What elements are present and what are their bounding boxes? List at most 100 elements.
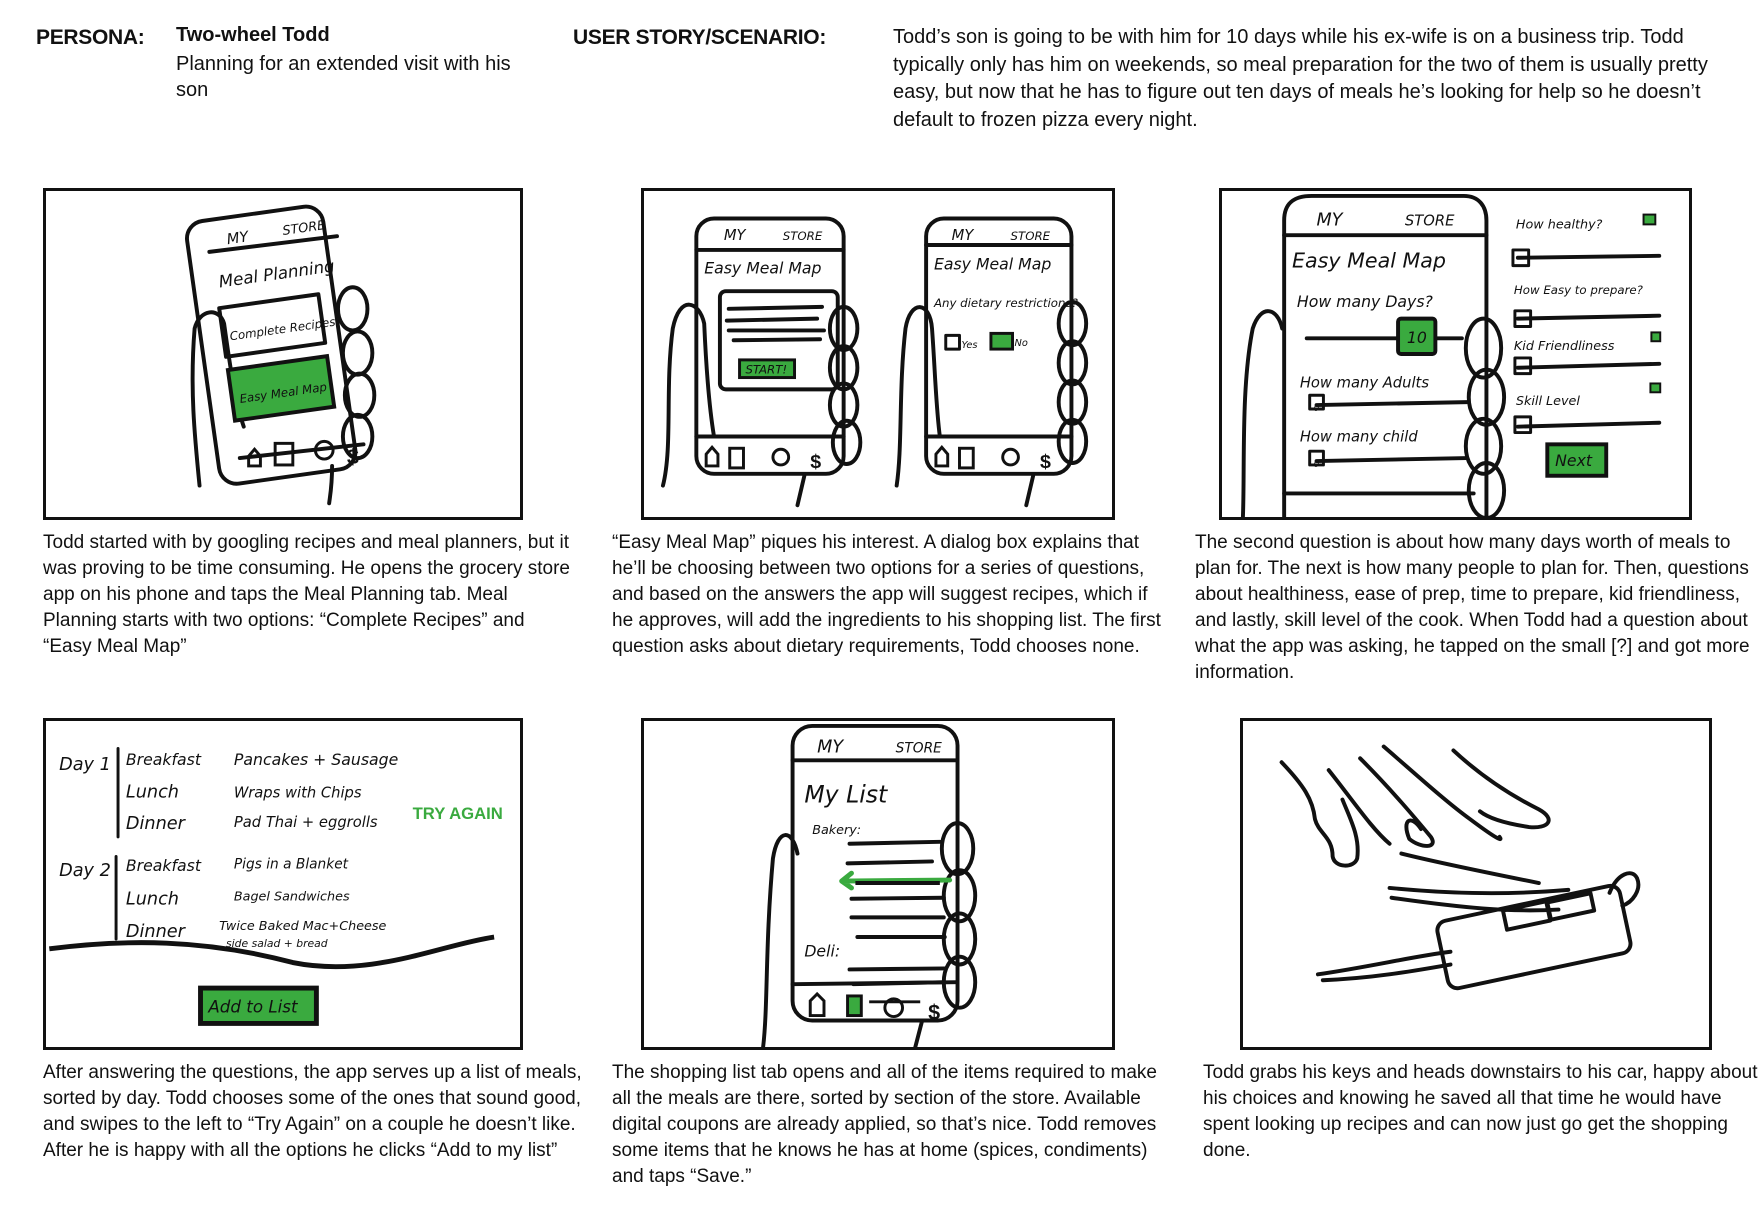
finger bbox=[340, 329, 375, 377]
swipe-left-arrow bbox=[839, 870, 953, 891]
healthy-handle bbox=[1511, 248, 1531, 268]
children-handle bbox=[1308, 449, 1325, 467]
add-to-list-button bbox=[198, 985, 319, 1026]
persona-name: Two-wheel Todd bbox=[176, 24, 330, 46]
easy-meal-map-box bbox=[225, 353, 337, 423]
panel-1-sketch: $ MY STORE Meal Planning Complete Recipe… bbox=[185, 204, 377, 506]
persona-description: Planning for an extended visit with his … bbox=[176, 53, 511, 101]
children-question: How many child bbox=[1300, 428, 1418, 445]
meal-label: Lunch bbox=[126, 783, 179, 803]
adults-value: 0 bbox=[1314, 404, 1320, 414]
panel-3-caption: The second question is about how many da… bbox=[1195, 532, 1750, 683]
dollar-icon: $ bbox=[1040, 451, 1051, 473]
finger bbox=[1466, 461, 1507, 517]
home-icon bbox=[934, 445, 950, 468]
healthy-question: How healthy? bbox=[1516, 217, 1603, 232]
hand-palm-2 bbox=[894, 305, 942, 488]
meal-label: Lunch bbox=[126, 890, 179, 910]
finger bbox=[827, 344, 860, 392]
scenario-text: Todd’s son is going to be with him for 1… bbox=[893, 26, 1708, 131]
finger bbox=[1056, 417, 1089, 465]
finger bbox=[340, 412, 375, 461]
dish-label: Bagel Sandwiches bbox=[234, 890, 350, 905]
adults-question: How many Adults bbox=[1300, 374, 1429, 391]
home-icon bbox=[808, 991, 826, 1018]
screen-title: Meal Planning bbox=[218, 256, 336, 291]
list-icon-active bbox=[846, 994, 863, 1018]
skill-question: Skill Level bbox=[1516, 394, 1580, 409]
panel-5-sketch: MY STORE My List Bakery: Deli: $ bbox=[761, 723, 978, 1047]
store-logo-text: STORE bbox=[1405, 212, 1455, 229]
dollar-icon: $ bbox=[928, 1000, 940, 1025]
start-button-label: START! bbox=[745, 363, 787, 377]
panel-5-caption: The shopping list tab opens and all of t… bbox=[612, 1062, 1157, 1187]
section-deli: Deli: bbox=[804, 942, 840, 961]
yes-checkbox bbox=[944, 333, 961, 351]
store-logo: MY bbox=[1317, 210, 1344, 230]
hand-palm bbox=[1240, 309, 1285, 517]
panel-2-caption: “Easy Meal Map” piques his interest. A d… bbox=[612, 532, 1161, 657]
store-logo-text: STORE bbox=[783, 229, 823, 243]
persona-label: PERSONA: bbox=[36, 26, 145, 49]
store-logo: MY bbox=[952, 227, 975, 244]
dish-label: Pigs in a Blanket bbox=[234, 856, 349, 872]
dish-label: Wraps with Chips bbox=[234, 785, 362, 802]
kid-question: Kid Friendliness bbox=[1514, 339, 1615, 354]
help-icon-healthy bbox=[1642, 213, 1657, 226]
meal-label: Breakfast bbox=[126, 750, 202, 769]
storyboard-panel-5: MY STORE My List Bakery: Deli: $ bbox=[641, 718, 1115, 1050]
adults-slider bbox=[1314, 400, 1469, 408]
children-value: 0 bbox=[1314, 460, 1320, 470]
help-icon-skill bbox=[1649, 382, 1662, 394]
finger bbox=[1056, 299, 1089, 348]
dietary-question: Any dietary restrictions? bbox=[933, 296, 1079, 310]
scenario-label: USER STORY/SCENARIO: bbox=[573, 26, 827, 49]
days-value: 10 bbox=[1407, 328, 1427, 347]
home-icon bbox=[247, 446, 262, 468]
finger bbox=[827, 304, 860, 353]
adults-handle bbox=[1308, 393, 1325, 411]
panel-6-caption: Todd grabs his keys and heads downstairs… bbox=[1203, 1062, 1758, 1161]
store-logo-text: STORE bbox=[1011, 229, 1051, 243]
help-icon-kid bbox=[1650, 331, 1662, 343]
store-logo: MY bbox=[226, 228, 251, 248]
kid-slider bbox=[1515, 361, 1662, 370]
no-checkbox bbox=[989, 331, 1014, 351]
section-bakery: Bakery: bbox=[812, 823, 861, 838]
phone-body bbox=[1282, 193, 1489, 517]
screen-title: Easy Meal Map bbox=[934, 255, 1051, 274]
finger bbox=[939, 821, 976, 877]
hand-palm bbox=[660, 302, 716, 488]
plate-utensils-icon bbox=[1001, 447, 1020, 467]
finger bbox=[1463, 416, 1504, 476]
dish-extra: side salad + bread bbox=[226, 937, 328, 950]
easy-slider bbox=[1515, 313, 1662, 321]
storyboard-panel-1: $ MY STORE Meal Planning Complete Recipe… bbox=[43, 188, 523, 520]
healthy-slider bbox=[1515, 253, 1662, 260]
dollar-icon: $ bbox=[810, 451, 821, 473]
panel-2-sketch: START! MY STORE Easy Meal Map MY STORE E… bbox=[660, 216, 1089, 508]
screen-title: My List bbox=[804, 781, 888, 809]
store-logo-text: STORE bbox=[282, 218, 327, 239]
panel-1-caption: Todd started with by googling recipes an… bbox=[43, 532, 570, 657]
meal-label: Dinner bbox=[126, 814, 187, 834]
finger bbox=[1466, 367, 1507, 427]
plate-utensils-icon bbox=[313, 439, 335, 461]
days-question: How many Days? bbox=[1297, 292, 1434, 311]
add-to-list-label: Add to List bbox=[207, 998, 299, 1017]
store-logo-text: STORE bbox=[896, 740, 942, 756]
scroll-edge bbox=[48, 934, 495, 970]
home-icon bbox=[704, 445, 720, 468]
next-button-label: Next bbox=[1555, 451, 1593, 470]
day-2-label: Day 2 bbox=[59, 861, 111, 881]
day-1-label: Day 1 bbox=[59, 755, 111, 775]
no-label: No bbox=[1014, 338, 1027, 349]
easy-handle bbox=[1513, 309, 1533, 328]
store-logo: MY bbox=[817, 737, 844, 757]
finger bbox=[1463, 316, 1504, 380]
list-icon bbox=[728, 446, 745, 470]
dollar-icon: $ bbox=[347, 444, 359, 469]
phone-body bbox=[185, 204, 358, 486]
intro-dialog bbox=[717, 289, 840, 392]
car-key-fob bbox=[1435, 883, 1633, 991]
